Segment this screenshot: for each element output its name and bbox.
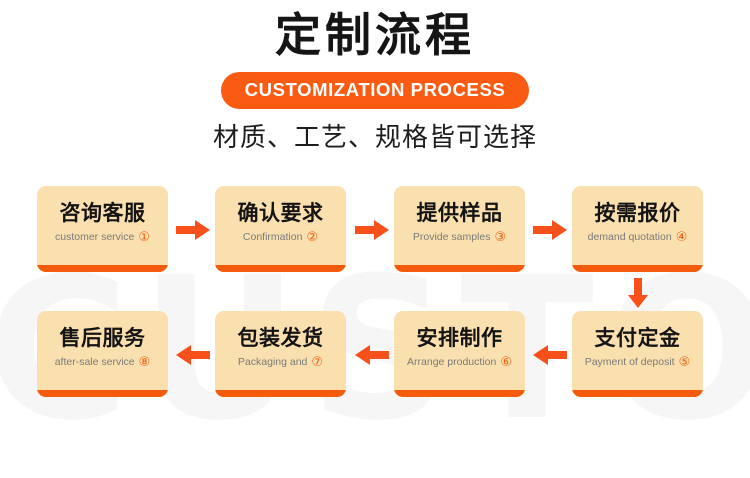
flow-step-title: 安排制作 (416, 326, 503, 350)
flow-step-3[interactable]: 提供样品 Provide samples ③ (394, 186, 525, 272)
page-subtitle: 材质、工艺、规格皆可选择 (212, 123, 537, 154)
flow-step-title: 咨询客服 (59, 201, 146, 225)
flow-step-subline: Confirmation ② (215, 231, 346, 244)
arrow-right-icon (355, 220, 389, 240)
flow-step-4[interactable]: 按需报价 demand quotation ④ (572, 186, 703, 272)
arrow-right-icon (176, 220, 210, 240)
flow-row-bottom: 售后服务 after-sale service ⑧ 包装发货 Packaging… (0, 311, 750, 401)
flow-step-english: customer service (54, 231, 135, 244)
arrow-right-icon (533, 220, 567, 240)
flow-step-title: 确认要求 (237, 201, 324, 225)
flow-step-title: 支付定金 (594, 326, 681, 350)
flow-step-english: Provide samples (412, 231, 491, 244)
flow-row-top: 咨询客服 customer service ① 确认要求 Confirmatio… (0, 186, 750, 276)
flow-step-5[interactable]: 支付定金 Payment of deposit ⑤ (572, 311, 703, 397)
flow-step-number: ③ (494, 230, 507, 246)
flow-step-title: 提供样品 (416, 201, 503, 225)
flow-step-english: Payment of deposit (584, 356, 675, 369)
arrow-left-icon (355, 345, 389, 365)
page-title: 定制流程 (275, 8, 475, 62)
header-block: 定制流程 CUSTOMIZATION PROCESS 材质、工艺、规格皆可选择 (0, 0, 750, 154)
arrow-left-icon (176, 345, 210, 365)
flow-step-title: 按需报价 (594, 201, 681, 225)
badge-row: CUSTOMIZATION PROCESS (0, 71, 750, 110)
flow-step-subline: customer service ① (37, 231, 168, 244)
flow-step-6[interactable]: 安排制作 Arrange production ⑥ (394, 311, 525, 397)
flow-step-subline: Packaging and ⑦ (215, 356, 346, 369)
flow-step-number: ② (306, 230, 319, 246)
flow-step-2[interactable]: 确认要求 Confirmation ② (215, 186, 346, 272)
flow-step-english: demand quotation (587, 231, 672, 244)
flow-step-8[interactable]: 售后服务 after-sale service ⑧ (37, 311, 168, 397)
flow-step-subline: Payment of deposit ⑤ (572, 356, 703, 369)
flow-step-title: 包装发货 (237, 326, 324, 350)
flow-step-english: Arrange production (407, 356, 497, 369)
flow-step-number: ⑦ (311, 355, 324, 371)
arrow-left-icon (533, 345, 567, 365)
flow-step-number: ④ (675, 230, 688, 246)
flow-step-english: after-sale service (54, 356, 135, 369)
flow-step-title: 售后服务 (59, 326, 146, 350)
flow-step-subline: after-sale service ⑧ (37, 356, 168, 369)
flow-step-1[interactable]: 咨询客服 customer service ① (37, 186, 168, 272)
flow-step-7[interactable]: 包装发货 Packaging and ⑦ (215, 311, 346, 397)
flow-step-number: ⑧ (138, 355, 151, 371)
flow-step-number: ⑤ (678, 355, 691, 371)
flow-step-number: ① (138, 230, 150, 246)
flow-step-english: Confirmation (242, 231, 303, 244)
flow-step-number: ⑥ (500, 355, 512, 371)
flow-step-subline: Provide samples ③ (394, 231, 525, 244)
arrow-down-icon (628, 278, 648, 308)
flow-step-subline: Arrange production ⑥ (394, 356, 525, 369)
flow-step-subline: demand quotation ④ (572, 231, 703, 244)
process-badge: CUSTOMIZATION PROCESS (220, 71, 530, 110)
flow-step-english: Packaging and (237, 356, 308, 369)
